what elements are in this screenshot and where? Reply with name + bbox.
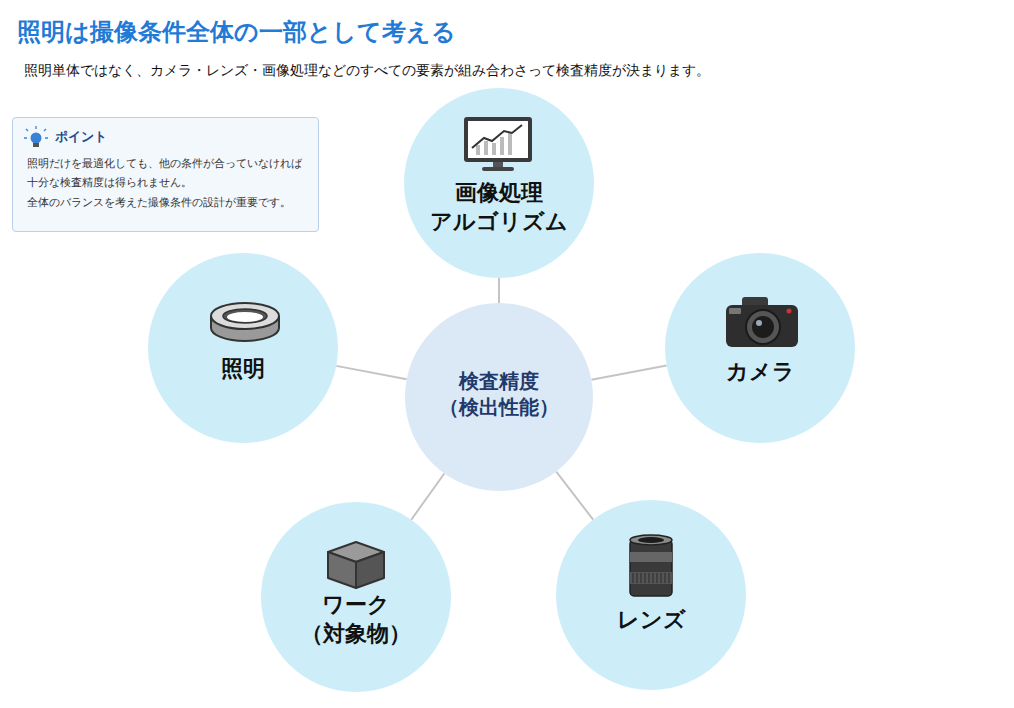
connector-line — [556, 472, 593, 520]
point-body: 全体のバランスを考えた撮像条件の設計が重要です。 — [27, 193, 306, 212]
connector-line — [411, 473, 444, 519]
circle-label: カメラ — [685, 358, 835, 387]
element-circle: 画像処理 アルゴリズム — [404, 88, 594, 278]
subtitle-text: 照明単体ではなく、カメラ・レンズ・画像処理などのすべての要素が組み合わさって検査… — [24, 62, 710, 80]
circle-shape — [556, 500, 746, 690]
connector-line — [591, 366, 666, 380]
circle-label: レンズ — [576, 606, 726, 635]
element-circle: 検査精度（検出性能） — [405, 303, 593, 491]
connector-line — [498, 278, 500, 303]
point-heading: ポイント — [27, 128, 306, 146]
page-title: 照明は撮像条件全体の一部として考える — [17, 16, 456, 48]
point-box: ポイント照明だけを最適化しても、他の条件が合っていなければ十分な検査精度は得られ… — [12, 117, 319, 232]
circle-label: ワーク（対象物） — [300, 591, 412, 648]
circle-label: 画像処理 アルゴリズム — [424, 179, 574, 236]
point-body: 照明だけを最適化しても、他の条件が合っていなければ十分な検査精度は得られません。 — [27, 154, 306, 193]
element-circle: カメラ — [665, 253, 855, 443]
circle-shape — [148, 253, 338, 443]
connector-line — [336, 366, 406, 379]
circle-shape — [665, 253, 855, 443]
circle-label: 照明 — [168, 355, 318, 384]
element-circle: ワーク（対象物） — [261, 502, 451, 692]
circle-label: 検査精度（検出性能） — [434, 368, 564, 420]
element-circle: レンズ — [556, 500, 746, 690]
element-circle: 照明 — [148, 253, 338, 443]
